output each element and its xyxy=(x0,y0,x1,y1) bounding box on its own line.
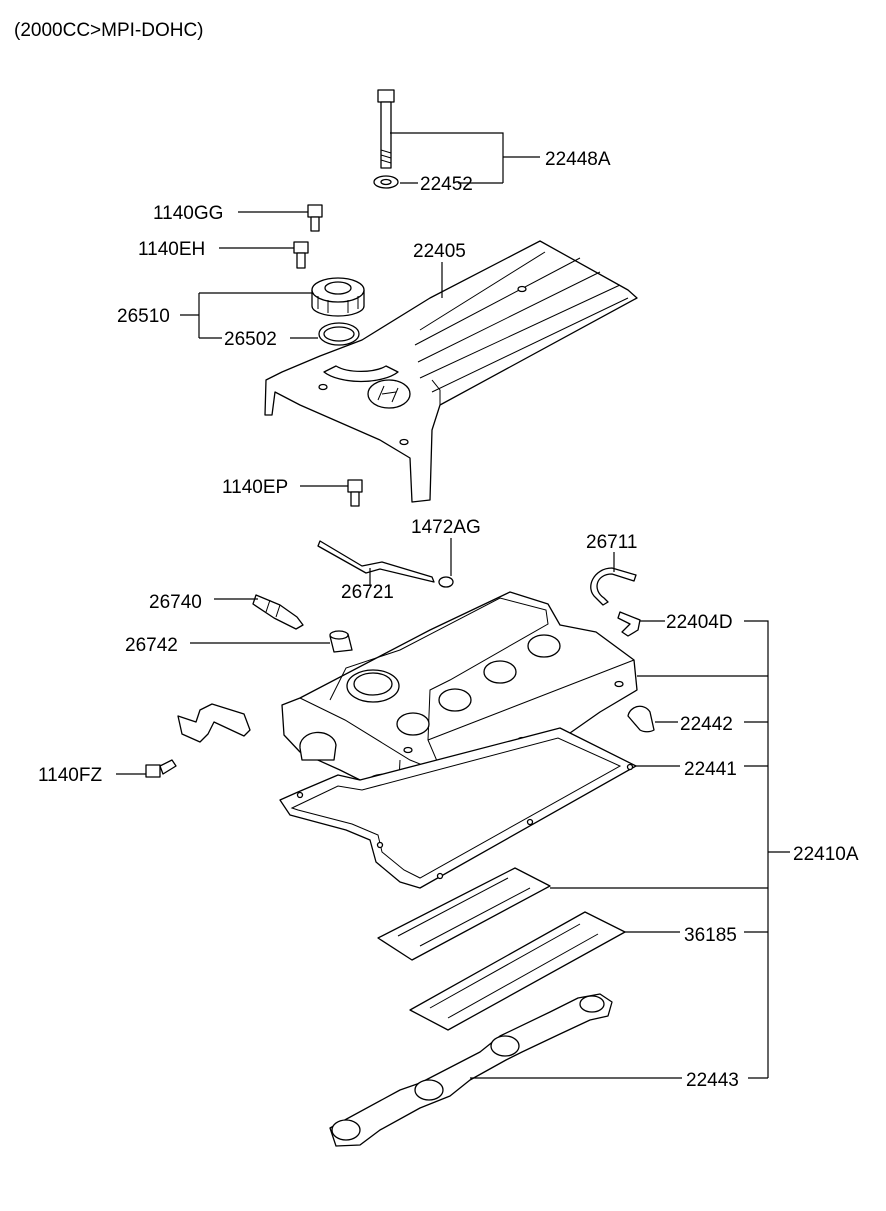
label-26742: 26742 xyxy=(125,635,178,656)
hose-22404d xyxy=(617,611,641,637)
engine-cover-22405 xyxy=(264,240,638,503)
label-26502: 26502 xyxy=(224,329,277,350)
hose-26711 xyxy=(590,567,637,606)
pcv-valve-26740 xyxy=(252,594,304,630)
label-22442: 22442 xyxy=(680,714,733,735)
label-1140eh: 1140EH xyxy=(138,239,205,260)
gasket-36185-upper xyxy=(377,867,551,961)
bolt-1140eh xyxy=(293,241,309,269)
rocker-cover xyxy=(281,591,638,826)
gasket-22441 xyxy=(279,727,637,889)
grommet-26742 xyxy=(329,630,353,653)
oil-filler-cap-26510 xyxy=(311,277,365,317)
label-26721: 26721 xyxy=(341,582,394,603)
bracket xyxy=(177,703,251,743)
label-22441: 22441 xyxy=(684,759,737,780)
label-26740: 26740 xyxy=(149,592,202,613)
plug-22442 xyxy=(627,705,655,733)
gasket-26502 xyxy=(318,322,360,346)
label-1472ag: 1472AG xyxy=(411,517,481,538)
bolt-1140gg xyxy=(307,204,323,232)
label-22448a: 22448A xyxy=(545,149,611,170)
variant-title: (2000CC>MPI-DOHC) xyxy=(14,20,204,41)
label-1140gg: 1140GG xyxy=(153,203,223,224)
seal-22443 xyxy=(329,993,613,1147)
bolt-22448a xyxy=(377,89,395,169)
label-22452: 22452 xyxy=(420,174,473,195)
label-22410a: 22410A xyxy=(793,844,859,865)
washer-22452 xyxy=(373,175,399,189)
label-22405: 22405 xyxy=(413,241,466,262)
label-26510: 26510 xyxy=(117,306,170,327)
hose-26721 xyxy=(317,540,435,583)
label-22404d: 22404D xyxy=(666,612,733,633)
label-26711: 26711 xyxy=(586,532,637,553)
label-1140fz: 1140FZ xyxy=(38,765,102,786)
bolt-1140fz xyxy=(145,759,177,778)
clamp-1472ag xyxy=(438,576,454,588)
label-36185: 36185 xyxy=(684,925,737,946)
bolt-1140ep xyxy=(347,479,363,507)
label-22443: 22443 xyxy=(686,1070,739,1091)
label-1140ep: 1140EP xyxy=(222,477,288,498)
